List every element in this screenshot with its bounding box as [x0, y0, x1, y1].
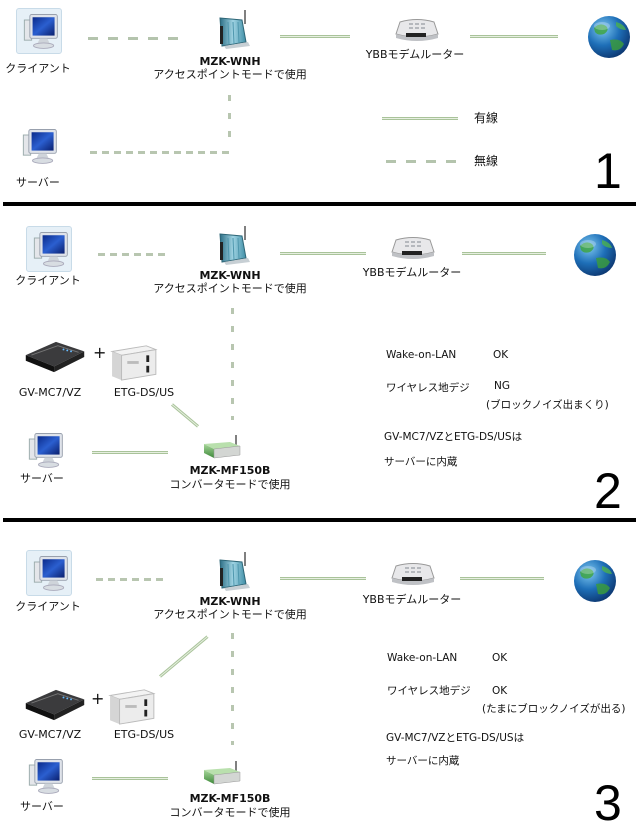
wired-link-ap-modem [280, 35, 350, 38]
access-point-icon [212, 224, 252, 268]
modem-router-icon [394, 18, 440, 44]
plus-sign: + [91, 689, 105, 708]
diagram-number: 3 [594, 775, 622, 831]
client-computer-icon [26, 226, 72, 272]
wol-label: Wake-on-LAN [386, 349, 457, 361]
converter-mode: コンバータモードで使用 [169, 806, 291, 819]
tuner-device-icon [22, 338, 88, 376]
server-computer-icon [22, 754, 66, 798]
encoder-device-icon [106, 686, 156, 726]
wired-link-modem-internet [460, 577, 544, 580]
diagram-1: クライアント MZK-WNH アクセスポイントモードで使用 YBBモデムルーター… [0, 0, 636, 202]
plus-sign: + [93, 343, 107, 362]
converter-icon [200, 434, 244, 462]
wireless-link-client-ap [98, 253, 170, 256]
internet-globe-icon [586, 14, 632, 60]
wireless-link-client-ap [88, 37, 178, 40]
tv-value: OK [492, 685, 508, 697]
diagram-3: クライアント MZK-WNH アクセスポイントモードで使用 YBBモデムルーター… [0, 522, 636, 833]
wireless-link-ap-server-vertical [228, 95, 231, 137]
legend-wireless-label: 無線 [474, 154, 499, 168]
wireless-link-ap-server-horizontal [90, 151, 232, 154]
server-label: サーバー [20, 472, 64, 485]
wired-link-modem-internet [470, 35, 558, 38]
diagram-2: クライアント MZK-WNH アクセスポイントモードで使用 YBBモデムルーター… [0, 206, 636, 517]
tuner-device-icon [22, 686, 88, 724]
access-point-model: MZK-WNH [199, 269, 261, 282]
modem-router-label: YBBモデムルーター [362, 266, 462, 279]
internet-globe-icon [572, 558, 618, 604]
modem-router-icon [390, 236, 436, 262]
access-point-mode: アクセスポイントモードで使用 [153, 68, 307, 81]
access-point-icon [212, 8, 252, 52]
converter-model: MZK-MF150B [189, 792, 271, 805]
diagram-number: 1 [594, 143, 622, 199]
internet-globe-icon [572, 232, 618, 278]
access-point-model: MZK-WNH [199, 595, 261, 608]
converter-icon [200, 760, 244, 788]
server-computer-icon [22, 428, 66, 472]
wireless-link-ap-converter [231, 633, 234, 745]
client-computer-icon [26, 550, 72, 596]
tv-value: NG [494, 380, 510, 392]
encoder-label: ETG-DS/US [113, 728, 175, 741]
note-line-2: サーバーに内蔵 [384, 456, 458, 468]
server-label: サーバー [20, 800, 64, 813]
access-point-icon [212, 550, 252, 594]
section-divider [3, 518, 636, 522]
converter-mode: コンバータモードで使用 [169, 478, 291, 491]
encoder-device-icon [108, 342, 158, 382]
wol-label: Wake-on-LAN [387, 652, 458, 664]
client-label: クライアント [5, 62, 71, 75]
client-label: クライアント [15, 600, 81, 613]
note-line-1: GV-MC7/VZとETG-DS/USは [384, 431, 523, 443]
wired-link-modem-internet [462, 252, 546, 255]
legend-wired-swatch [382, 117, 458, 120]
tv-label: ワイヤレス地デジ [387, 685, 471, 697]
wireless-link-ap-converter [231, 308, 234, 420]
wired-link-ap-modem [280, 252, 366, 255]
encoder-label: ETG-DS/US [113, 386, 175, 399]
wireless-link-client-ap [96, 578, 168, 581]
tv-comment: (たまにブロックノイズが出る) [482, 703, 626, 715]
tuner-label: GV-MC7/VZ [18, 386, 82, 399]
wol-value: OK [492, 652, 508, 664]
diagram-number: 2 [594, 463, 622, 519]
legend-wireless-swatch [386, 160, 456, 163]
wired-link-encoder-ap [159, 635, 209, 678]
converter-model: MZK-MF150B [189, 464, 271, 477]
access-point-mode: アクセスポイントモードで使用 [153, 608, 307, 621]
wired-link-encoder-converter [171, 403, 200, 428]
modem-router-label: YBBモデムルーター [362, 593, 462, 606]
wired-link-server-converter [92, 777, 168, 780]
legend-wired-label: 有線 [474, 111, 499, 125]
server-computer-icon [16, 124, 60, 168]
tuner-label: GV-MC7/VZ [18, 728, 82, 741]
wired-link-ap-modem [280, 577, 366, 580]
client-computer-icon [16, 8, 62, 54]
access-point-mode: アクセスポイントモードで使用 [153, 282, 307, 295]
section-divider [3, 202, 636, 206]
tv-label: ワイヤレス地デジ [386, 382, 470, 394]
note-line-1: GV-MC7/VZとETG-DS/USは [386, 732, 525, 744]
wired-link-server-converter [92, 451, 168, 454]
access-point-model: MZK-WNH [199, 55, 261, 68]
server-label: サーバー [16, 176, 60, 189]
wol-value: OK [493, 349, 509, 361]
tv-comment: (ブロックノイズ出まくり) [486, 399, 609, 411]
modem-router-label: YBBモデムルーター [365, 48, 465, 61]
client-label: クライアント [15, 274, 81, 287]
note-line-2: サーバーに内蔵 [386, 755, 460, 767]
modem-router-icon [390, 562, 436, 588]
